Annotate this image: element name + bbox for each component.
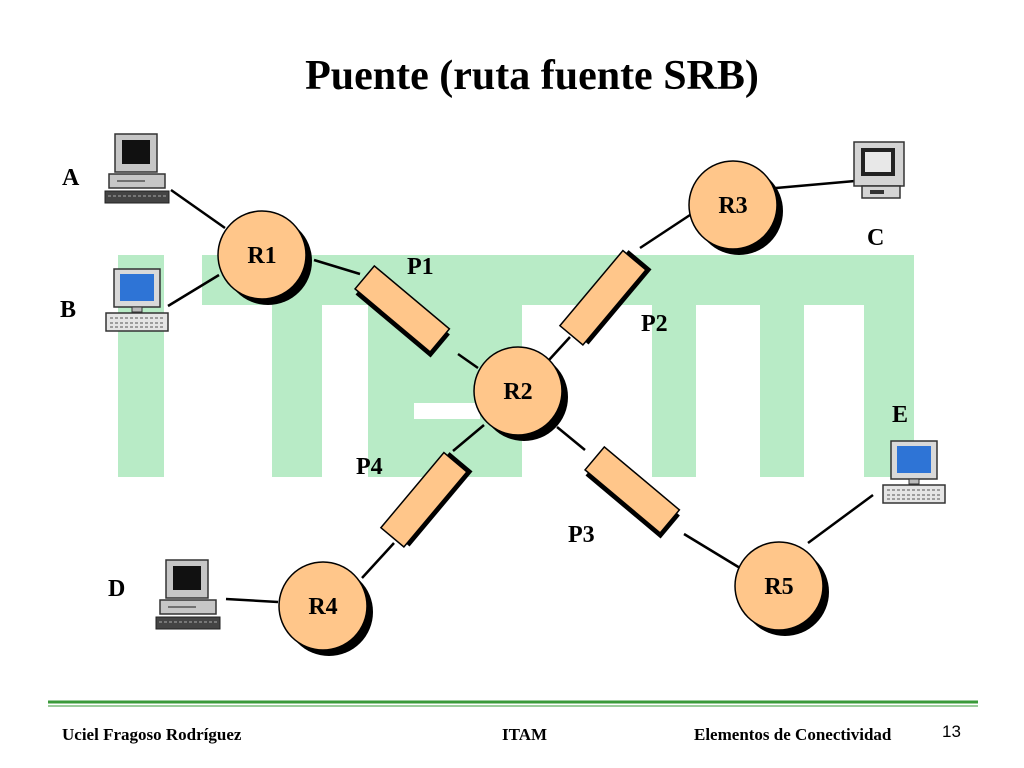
footer-author: Uciel Fragoso Rodríguez xyxy=(62,725,242,744)
ring-label-r3: R3 xyxy=(718,193,747,219)
host-label-a: A xyxy=(62,165,80,191)
bridge-label-p4: P4 xyxy=(356,454,383,480)
ring-r4 xyxy=(278,561,373,656)
host-label-c: C xyxy=(867,225,884,251)
bridge-p2 xyxy=(558,249,652,347)
footer-topic: Elementos de Conectividad xyxy=(694,725,892,744)
ring-r1 xyxy=(217,210,312,305)
ring-label-r1: R1 xyxy=(247,243,276,269)
computer-d-icon xyxy=(155,559,221,630)
footer-organization: ITAM xyxy=(502,725,548,744)
connection-lines xyxy=(167,179,874,604)
computer-e-icon xyxy=(882,440,946,504)
computer-c-icon xyxy=(853,141,905,199)
ring-r3 xyxy=(688,160,783,255)
ring-r2 xyxy=(473,346,568,441)
bridge-label-p3: P3 xyxy=(568,522,595,548)
host-label-b: B xyxy=(60,297,76,323)
bridge-p3 xyxy=(583,445,681,539)
slide-title: Puente (ruta fuente SRB) xyxy=(305,53,759,99)
ring-label-r4: R4 xyxy=(308,594,337,620)
host-label-e: E xyxy=(892,402,908,428)
bridge-label-p2: P2 xyxy=(641,311,668,337)
bridge-p1 xyxy=(353,264,451,358)
computer-b-icon xyxy=(105,268,169,332)
host-label-d: D xyxy=(108,576,125,602)
computer-a-icon xyxy=(104,133,170,204)
bridge-p4 xyxy=(379,451,473,549)
ring-label-r5: R5 xyxy=(764,574,793,600)
bridge-label-p1: P1 xyxy=(407,254,434,280)
page-number: 13 xyxy=(942,722,961,741)
ring-r5 xyxy=(734,541,829,636)
ring-label-r2: R2 xyxy=(503,379,532,405)
